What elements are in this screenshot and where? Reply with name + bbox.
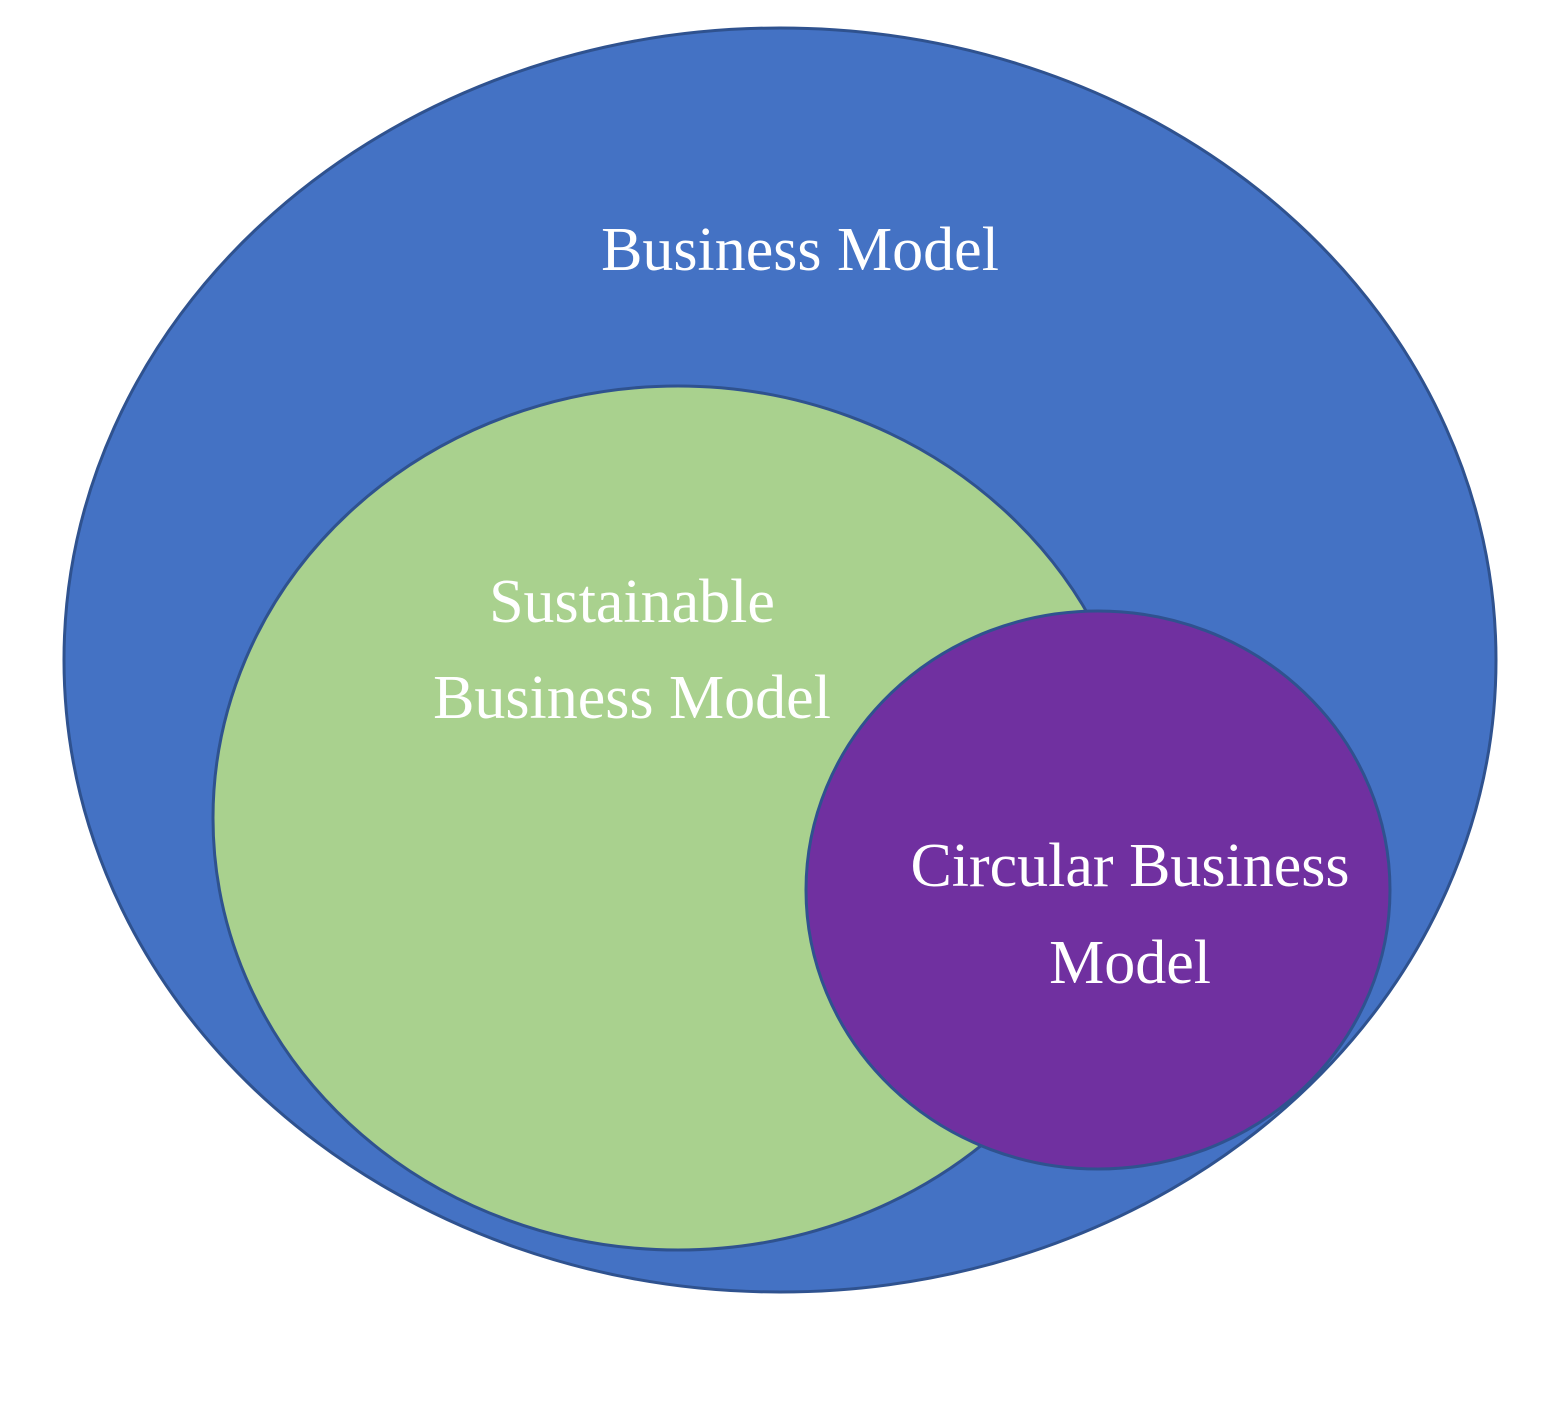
circular-business-model-label-line1: Circular Business xyxy=(910,832,1349,900)
sustainable-business-model-label-line2: Business Model xyxy=(433,664,831,732)
circular-business-model-ellipse xyxy=(804,609,1392,1171)
business-model-label: Business Model xyxy=(601,216,999,284)
sustainable-business-model-label-line1: Sustainable xyxy=(489,568,775,636)
circular-business-model-label-line2: Model xyxy=(1049,929,1211,997)
